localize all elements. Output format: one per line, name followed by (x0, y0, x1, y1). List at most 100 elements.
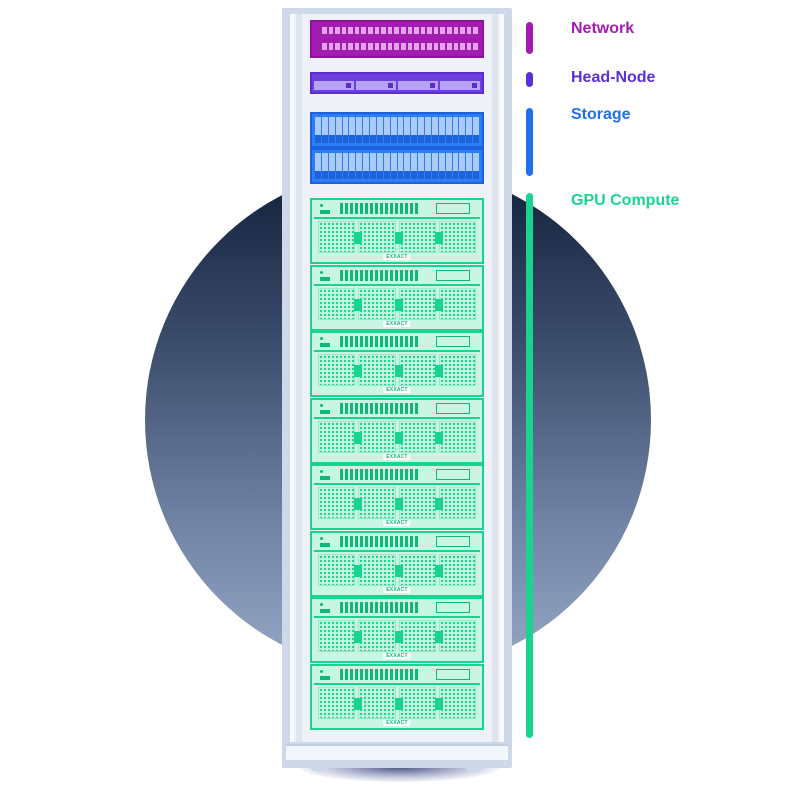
psu-slot (436, 469, 470, 480)
power-led-icon (320, 403, 323, 407)
fan-icon (354, 354, 396, 386)
fan-icon (318, 620, 356, 652)
storage-server (310, 148, 484, 184)
drive-bay (466, 117, 473, 143)
gpu-server-front-panel (314, 202, 480, 219)
switch-port-row-bottom (322, 42, 478, 52)
io-port-grid (340, 469, 420, 480)
drive-bay (431, 117, 438, 143)
drive-bay (376, 117, 383, 143)
fan-array (318, 354, 476, 386)
switch-port (374, 43, 380, 50)
switch-port (453, 43, 459, 50)
fan-icon (318, 420, 356, 453)
fan-icon (318, 553, 356, 586)
fan-icon (354, 420, 396, 453)
fan-icon (318, 221, 356, 253)
switch-port (427, 27, 432, 34)
switch-port (381, 27, 386, 34)
psu-slot (436, 203, 470, 214)
rack-rail-left (296, 14, 302, 742)
fan-icon (318, 354, 356, 386)
switch-port (433, 43, 439, 50)
switch-port (420, 27, 426, 34)
io-port-grid (340, 535, 420, 547)
switch-port (473, 43, 478, 50)
rack-rail-right (492, 14, 498, 742)
gpu-server-front-panel (314, 668, 480, 685)
gpu-compute-server: EXXACT (310, 198, 484, 264)
psu-slot (436, 535, 470, 547)
switch-port (368, 43, 373, 50)
switch-port (354, 27, 360, 34)
switch-port (368, 27, 373, 34)
head-node-bay (356, 81, 396, 90)
status-indicator (320, 409, 330, 414)
switch-port (335, 27, 340, 34)
fan-icon (394, 221, 436, 253)
drive-bay (328, 117, 335, 143)
fan-icon (354, 620, 396, 652)
brand-label: EXXACT (383, 320, 411, 327)
drive-bay (356, 117, 363, 143)
fan-icon (354, 487, 396, 519)
switch-port (433, 27, 439, 34)
switch-port (374, 27, 380, 34)
drive-bay (459, 153, 466, 179)
io-port-grid (340, 336, 420, 347)
drive-bay (418, 153, 424, 179)
switch-port (381, 43, 386, 50)
switch-port (335, 43, 340, 50)
drive-bay (438, 153, 445, 179)
switch-port (322, 43, 327, 50)
psu-slot (436, 402, 470, 414)
head-node-bay (440, 81, 480, 90)
legend-bar-network (526, 22, 533, 54)
switch-port (328, 27, 334, 34)
drive-bay (411, 117, 418, 143)
drive-bay (328, 153, 335, 179)
status-indicator (320, 343, 330, 347)
fan-icon (394, 287, 436, 320)
drive-bay (452, 153, 459, 179)
power-led-icon (320, 536, 323, 540)
drive-bay (404, 117, 411, 143)
power-led-icon (320, 270, 323, 274)
io-port-grid (340, 269, 420, 281)
gpu-compute-server: EXXACT (310, 597, 484, 663)
psu-slot (436, 269, 470, 281)
gpu-server-front-panel (314, 468, 480, 485)
fan-icon (434, 553, 476, 586)
fan-array (318, 553, 476, 586)
fan-icon (318, 686, 356, 719)
fan-icon (394, 487, 436, 519)
storage-server (310, 112, 484, 148)
switch-port (354, 43, 360, 50)
fan-array (318, 221, 476, 253)
brand-label: EXXACT (383, 387, 411, 393)
switch-port (400, 27, 406, 34)
io-port-grid (340, 402, 420, 414)
drive-bay (363, 117, 369, 143)
fan-array (318, 287, 476, 320)
switch-port (420, 43, 426, 50)
power-led-icon (320, 204, 323, 207)
power-led-icon (320, 603, 323, 606)
head-node-bay (398, 81, 438, 90)
fan-icon (434, 620, 476, 652)
switch-port (407, 27, 413, 34)
switch-port (414, 27, 419, 34)
switch-port (348, 43, 353, 50)
legend-label-head-node: Head-Node (571, 69, 656, 86)
switch-port (427, 43, 432, 50)
io-port-grid (340, 602, 420, 613)
gpu-compute-server: EXXACT (310, 264, 484, 331)
gpu-server-front-panel (314, 535, 480, 552)
power-led-icon (320, 470, 323, 473)
head-node-server (310, 72, 484, 94)
drive-bay (376, 153, 383, 179)
drive-bay (445, 153, 452, 179)
drive-bay (404, 153, 411, 179)
drive-bay (411, 153, 418, 179)
switch-port (387, 27, 393, 34)
